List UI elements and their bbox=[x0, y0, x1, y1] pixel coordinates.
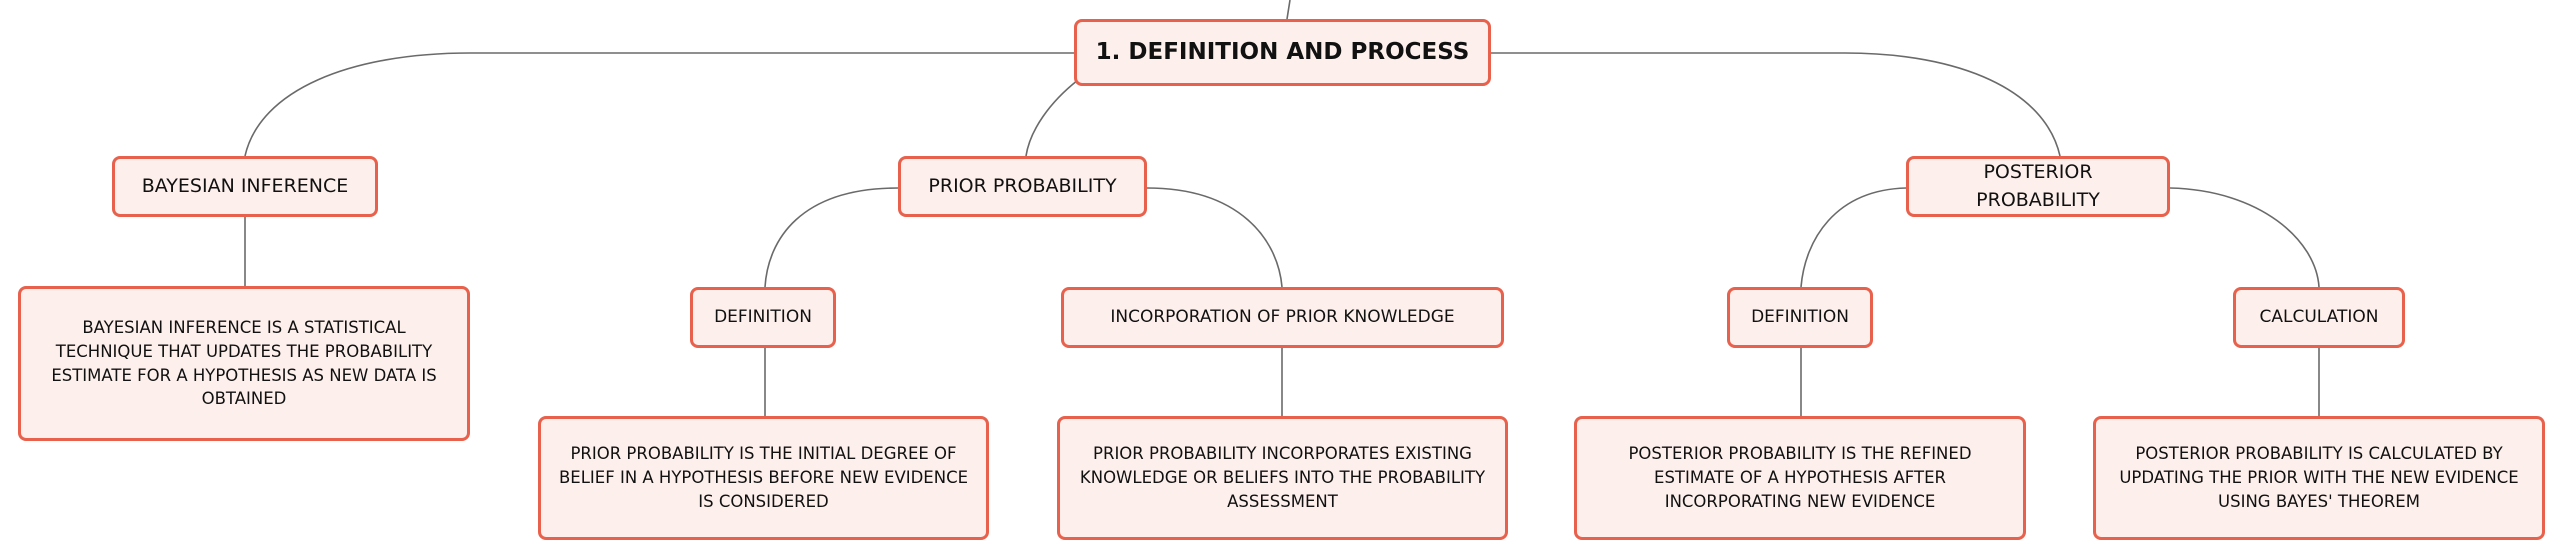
connector-root-to-posterior-probability bbox=[1491, 52, 2061, 157]
connector-prior-to-definition bbox=[764, 187, 899, 288]
posterior-probability-node[interactable]: POSTERIOR PROBABILITY bbox=[1906, 156, 2170, 217]
prior-definition-detail-text: PRIOR PROBABILITY IS THE INITIAL DEGREE … bbox=[558, 444, 969, 511]
posterior-probability-label: POSTERIOR PROBABILITY bbox=[1976, 160, 2100, 211]
connector-posterior-to-definition bbox=[1800, 187, 1907, 288]
posterior-definition-node[interactable]: DEFINITION bbox=[1727, 287, 1873, 348]
connector-root-to-prior-probability bbox=[1025, 79, 1079, 157]
bayesian-inference-detail-text: BAYESIAN INFERENCE IS A STATISTICAL TECH… bbox=[51, 317, 437, 409]
posterior-calculation-label: CALCULATION bbox=[2259, 307, 2379, 328]
posterior-definition-detail-text: POSTERIOR PROBABILITY IS THE REFINED EST… bbox=[1628, 444, 1972, 511]
prior-definition-label: DEFINITION bbox=[714, 307, 812, 328]
bayesian-inference-node[interactable]: BAYESIAN INFERENCE bbox=[112, 156, 378, 217]
root-node[interactable]: 1. DEFINITION AND PROCESS bbox=[1074, 19, 1491, 86]
posterior-definition-detail-node[interactable]: POSTERIOR PROBABILITY IS THE REFINED EST… bbox=[1574, 416, 2026, 540]
connector-posterior-to-calculation bbox=[2169, 187, 2320, 288]
prior-probability-label: PRIOR PROBABILITY bbox=[928, 174, 1117, 197]
posterior-definition-label: DEFINITION bbox=[1751, 307, 1849, 328]
connector-root-to-bayesian-inference bbox=[244, 52, 1074, 157]
posterior-calculation-detail-node[interactable]: POSTERIOR PROBABILITY IS CALCULATED BY U… bbox=[2093, 416, 2545, 540]
root-node-label: 1. DEFINITION AND PROCESS bbox=[1095, 38, 1470, 65]
prior-definition-node[interactable]: DEFINITION bbox=[690, 287, 836, 348]
bayesian-inference-label: BAYESIAN INFERENCE bbox=[141, 174, 349, 197]
prior-incorporation-label: INCORPORATION OF PRIOR KNOWLEDGE bbox=[1110, 307, 1455, 328]
prior-definition-detail-node[interactable]: PRIOR PROBABILITY IS THE INITIAL DEGREE … bbox=[538, 416, 989, 540]
posterior-calculation-detail-text: POSTERIOR PROBABILITY IS CALCULATED BY U… bbox=[2119, 444, 2519, 511]
posterior-calculation-node[interactable]: CALCULATION bbox=[2233, 287, 2405, 348]
prior-probability-node[interactable]: PRIOR PROBABILITY bbox=[898, 156, 1147, 217]
prior-incorporation-detail-node[interactable]: PRIOR PROBABILITY INCORPORATES EXISTING … bbox=[1057, 416, 1508, 540]
prior-incorporation-detail-text: PRIOR PROBABILITY INCORPORATES EXISTING … bbox=[1079, 444, 1486, 511]
prior-incorporation-node[interactable]: INCORPORATION OF PRIOR KNOWLEDGE bbox=[1061, 287, 1504, 348]
connector-prior-to-incorporation bbox=[1146, 187, 1283, 288]
bayesian-inference-detail-node[interactable]: BAYESIAN INFERENCE IS A STATISTICAL TECH… bbox=[18, 286, 470, 441]
connector-root-incoming bbox=[1286, 0, 1291, 20]
